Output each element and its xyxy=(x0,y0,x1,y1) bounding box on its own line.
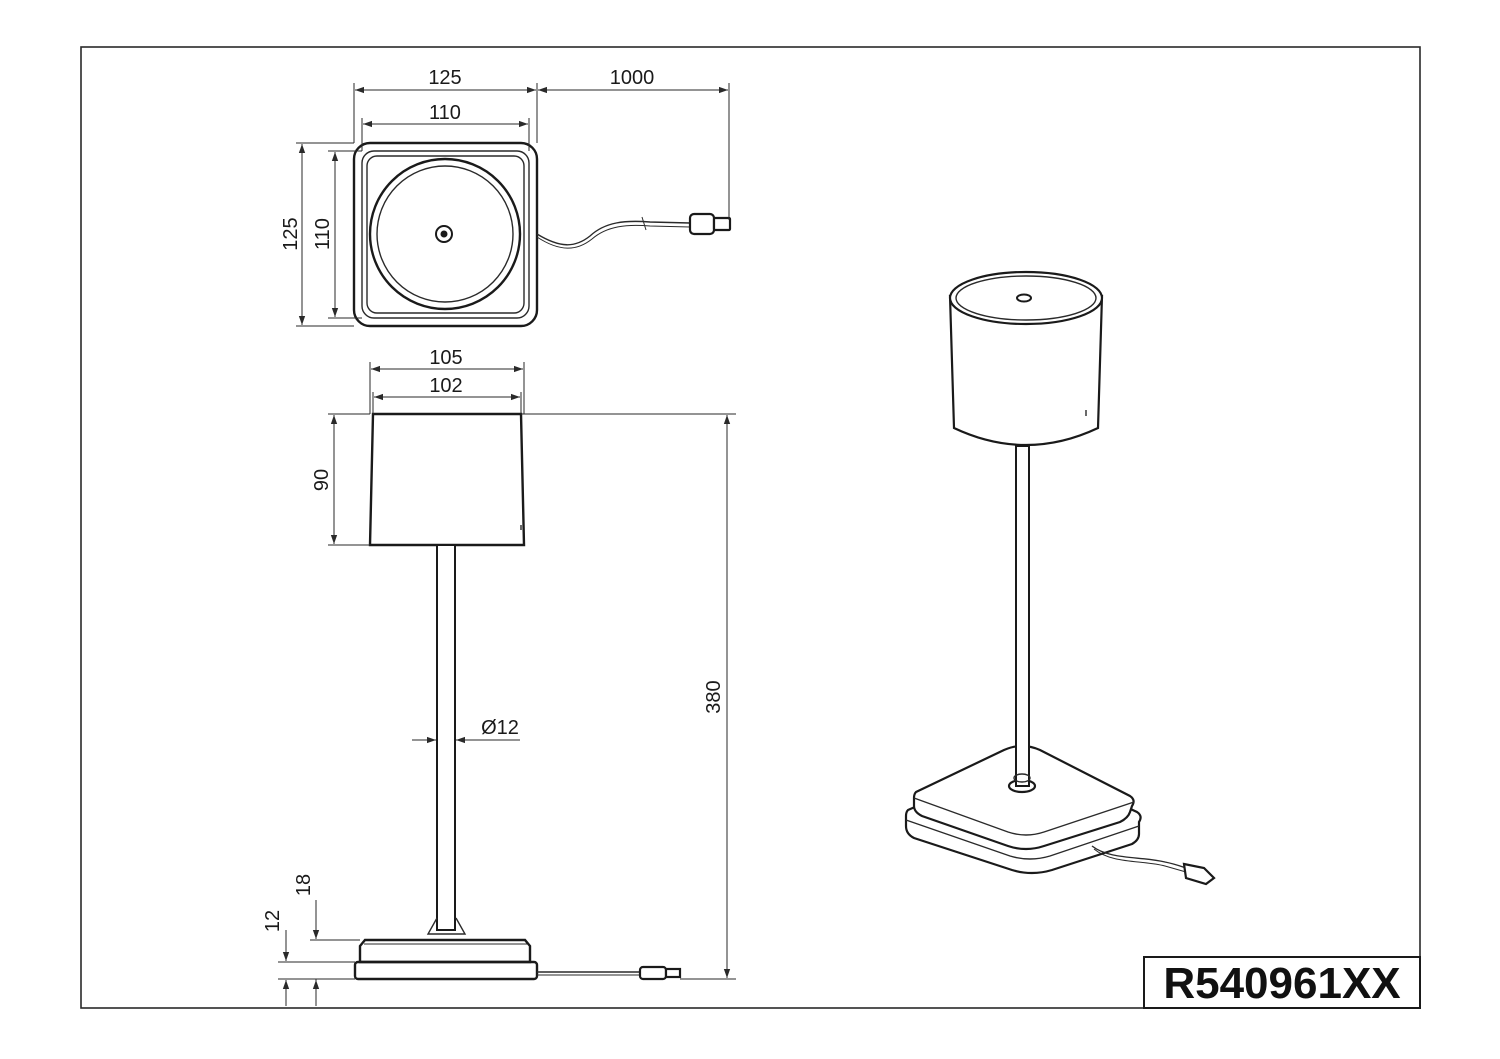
drawing-frame xyxy=(80,46,1421,1009)
dim-shade-height: 90 xyxy=(311,469,333,491)
dim-stem-diameter: Ø12 xyxy=(481,717,519,739)
perspective-cable xyxy=(1091,845,1187,869)
dim-top-inner-depth: 110 xyxy=(312,218,334,250)
top-view-usb-plug-icon xyxy=(688,212,716,236)
side-view: 105 102 90 380 Ø12 18 12 xyxy=(262,347,736,1006)
side-view-stem xyxy=(436,544,456,931)
side-view-shade xyxy=(368,412,526,547)
dim-top-outer-depth: 125 xyxy=(280,217,302,250)
part-number: R540961XX xyxy=(1163,959,1400,1008)
dim-cable-length: 1000 xyxy=(610,67,655,89)
title-block: R540961XX xyxy=(1143,956,1421,1009)
top-view-shade-outer xyxy=(368,157,522,311)
dim-foot-height: 12 xyxy=(262,910,284,932)
touch-button-dot xyxy=(440,230,448,238)
dim-shade-inner-diameter: 102 xyxy=(429,375,462,397)
side-view-foot xyxy=(353,960,539,981)
dim-top-outer-width: 125 xyxy=(428,67,461,89)
perspective-base xyxy=(912,744,1135,851)
top-view-base-inner xyxy=(361,150,530,319)
perspective-touch-button-icon xyxy=(1016,293,1032,303)
dim-shade-outer-diameter: 105 xyxy=(429,347,462,369)
side-view-base xyxy=(358,938,532,964)
perspective-view xyxy=(904,270,1216,886)
top-view-shade-inner xyxy=(376,165,514,303)
dim-top-inner-width: 110 xyxy=(429,102,461,124)
side-view-usb-plug-icon xyxy=(638,965,668,981)
perspective-usb-plug-icon xyxy=(1182,862,1216,886)
dim-total-height: 380 xyxy=(703,680,725,713)
top-view-cable xyxy=(536,220,691,246)
title-block-box xyxy=(1143,956,1421,1009)
dim-base-height: 18 xyxy=(293,874,315,896)
perspective-shade xyxy=(948,294,1104,446)
top-view: 125 1000 110 125 110 xyxy=(280,67,732,328)
perspective-stem xyxy=(1015,445,1030,787)
top-view-base-platform xyxy=(366,155,525,314)
